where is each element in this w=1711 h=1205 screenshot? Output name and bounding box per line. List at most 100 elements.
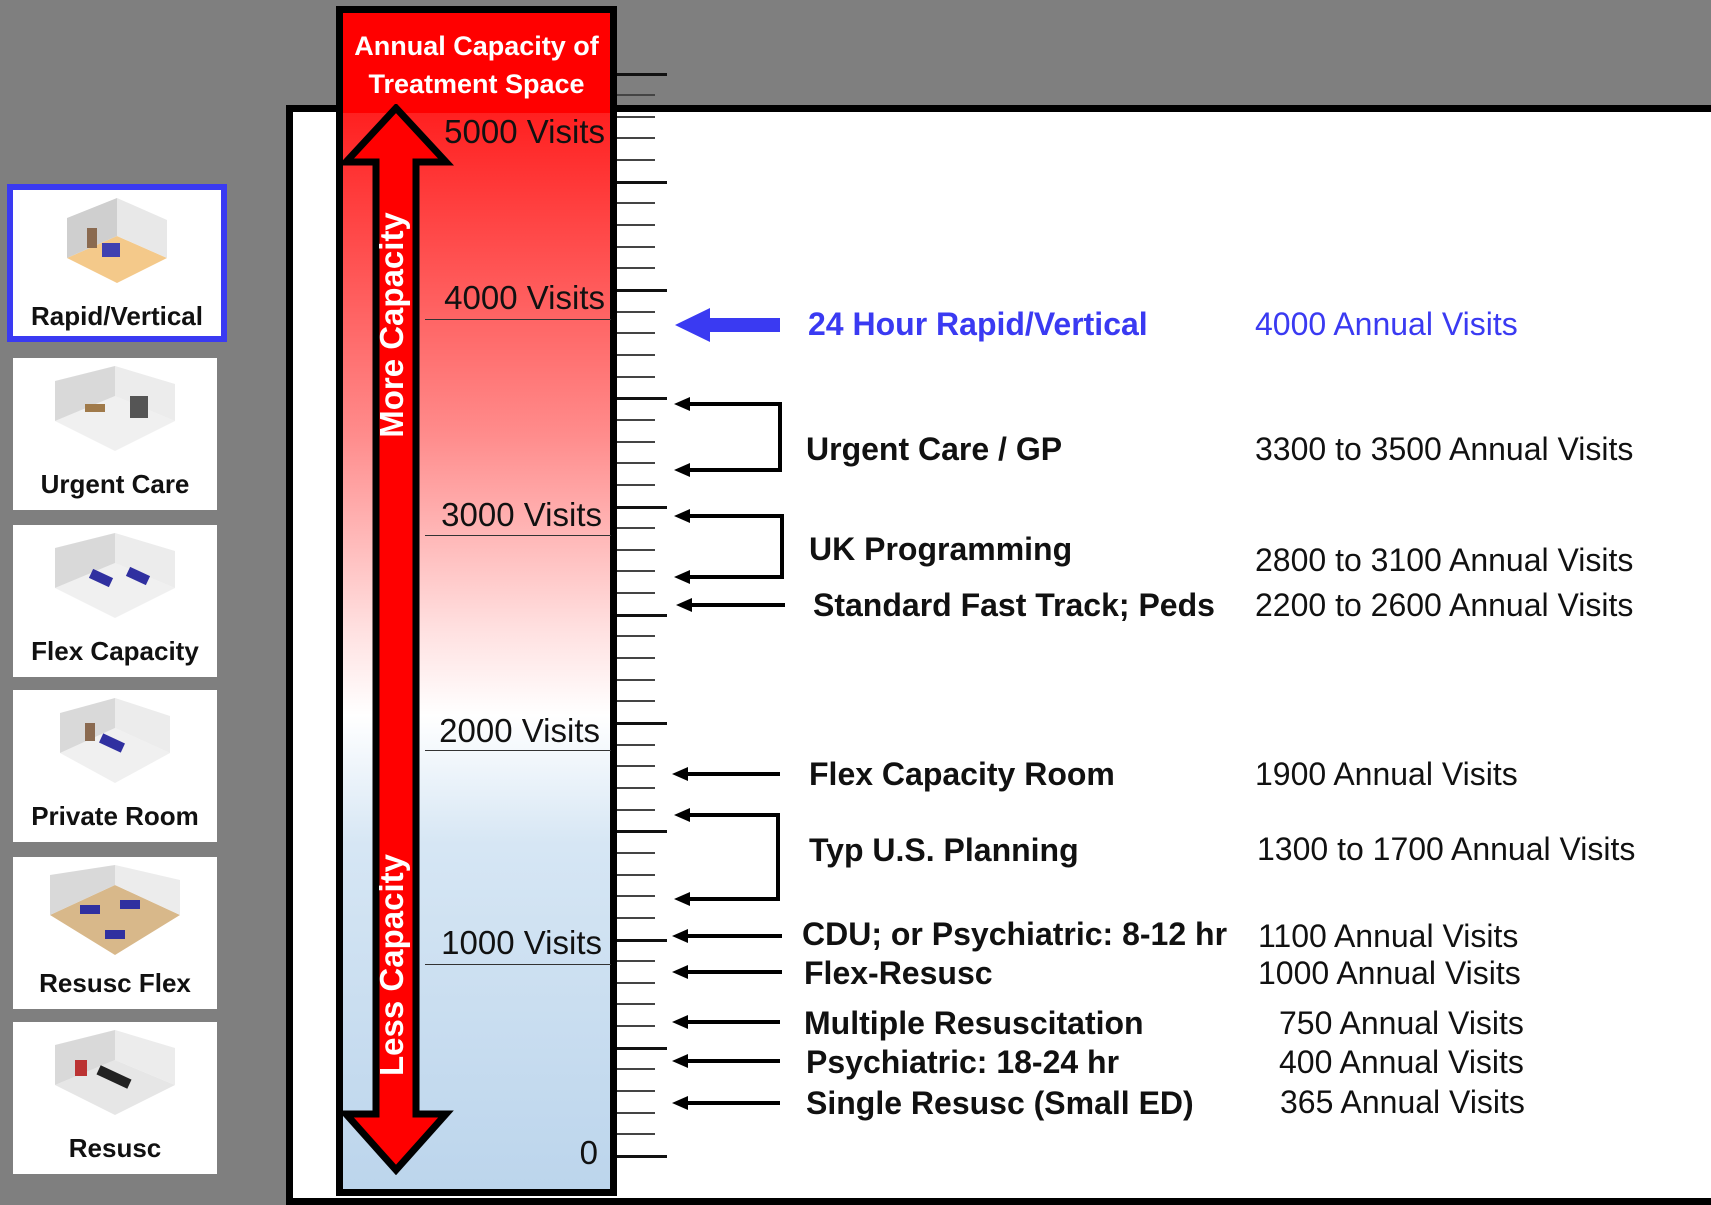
ruler-tick — [617, 592, 655, 594]
level-label-3000: 3000 Visits — [441, 496, 602, 533]
ruler-tick — [617, 441, 655, 443]
sidebar-item-rapid-vertical[interactable]: Rapid/Vertical — [7, 184, 227, 342]
sidebar-item-flex-capacity[interactable]: Flex Capacity — [13, 525, 217, 677]
entry-rapid-vertical-name: 24 Hour Rapid/Vertical — [808, 306, 1148, 342]
ruler-tick — [617, 679, 655, 681]
level-line — [425, 750, 611, 751]
ruler-tick — [617, 1003, 655, 1005]
ruler-tick — [617, 462, 655, 464]
ruler-tick — [617, 700, 655, 702]
ruler-tick — [617, 506, 667, 509]
level-label-1000: 1000 Visits — [441, 924, 602, 961]
ruler-tick — [617, 765, 655, 767]
ruler-tick — [617, 852, 655, 854]
room-thumbnail-icon — [55, 1030, 175, 1115]
ruler-tick — [617, 116, 655, 118]
ruler-tick — [617, 917, 655, 919]
level-label-2000: 2000 Visits — [439, 712, 600, 749]
sidebar-item-label: Rapid/Vertical — [31, 301, 203, 331]
ruler-tick — [617, 635, 655, 637]
ruler-tick — [617, 1090, 655, 1092]
ruler-tick — [617, 1047, 667, 1050]
ruler-tick — [617, 1112, 655, 1114]
ruler-tick — [617, 830, 667, 833]
entry-multiple-resusc-value: 750 Annual Visits — [1279, 1005, 1524, 1041]
ruler-tick — [617, 94, 655, 96]
ruler-tick — [617, 895, 655, 897]
sidebar-item-urgent-care[interactable]: Urgent Care — [13, 358, 217, 510]
ruler-tick — [617, 527, 655, 529]
entry-cdu-value: 1100 Annual Visits — [1258, 918, 1519, 954]
entry-uk-programming-name: UK Programming — [809, 531, 1073, 567]
ruler-tick — [617, 809, 655, 811]
ruler-tick — [617, 159, 655, 161]
room-thumbnail-icon — [55, 366, 175, 451]
ruler-tick — [617, 960, 655, 962]
level-line — [425, 319, 611, 320]
sidebar-item-label: Flex Capacity — [31, 636, 199, 666]
entry-psychiatric-name: Psychiatric: 18-24 hr — [806, 1044, 1120, 1080]
ruler-tick — [617, 1025, 655, 1027]
level-label-5000: 5000 Visits — [444, 113, 605, 150]
ruler-tick — [617, 982, 655, 984]
sidebar-item-label: Resusc — [68, 1133, 162, 1163]
sidebar-item-label: Resusc Flex — [39, 968, 191, 998]
level-line — [425, 964, 611, 965]
ruler-tick — [617, 1068, 655, 1070]
scale-title: Annual Capacity of Treatment Space — [343, 13, 610, 113]
ruler-tick — [617, 397, 667, 400]
less-capacity-label: Less Capacity — [373, 854, 410, 1076]
entry-urgent-care-value: 3300 to 3500 Annual Visits — [1255, 431, 1634, 467]
entry-uk-programming-value: 2800 to 3100 Annual Visits — [1255, 542, 1634, 578]
ruler-tick — [617, 419, 655, 421]
sidebar-item-resusc[interactable]: Resusc — [13, 1022, 217, 1174]
ruler-tick — [617, 267, 655, 269]
ruler-tick — [617, 570, 655, 572]
ruler-tick — [617, 181, 667, 184]
sidebar-item-resusc-flex[interactable]: Resusc Flex — [13, 857, 217, 1009]
entry-cdu-name: CDU; or Psychiatric: 8-12 hr — [802, 916, 1228, 952]
level-line — [425, 535, 611, 536]
entry-flex-capacity-name: Flex Capacity Room — [809, 756, 1115, 792]
ruler-tick — [617, 874, 655, 876]
entry-flex-resusc-name: Flex-Resusc — [804, 955, 993, 991]
room-thumbnail-icon — [50, 865, 180, 955]
ruler-tick — [617, 787, 655, 789]
room-thumbnail-icon — [55, 533, 175, 618]
highlight-arrow-icon — [675, 308, 780, 342]
entry-single-resusc-name: Single Resusc (Small ED) — [806, 1085, 1194, 1121]
ruler-tick — [617, 722, 667, 725]
entry-urgent-care-name: Urgent Care / GP — [806, 431, 1063, 467]
entry-multiple-resusc-name: Multiple Resuscitation — [804, 1005, 1144, 1041]
ruler-tick — [617, 376, 655, 378]
entry-rapid-vertical-value: 4000 Annual Visits — [1255, 306, 1518, 342]
sidebar-item-label: Urgent Care — [40, 469, 190, 499]
entry-us-planning-name: Typ U.S. Planning — [809, 832, 1079, 868]
entry-single-resusc-value: 365 Annual Visits — [1280, 1084, 1525, 1120]
sidebar-item-label: Private Room — [31, 801, 199, 831]
ruler-tick — [617, 289, 667, 292]
entry-flex-resusc-value: 1000 Annual Visits — [1258, 955, 1521, 991]
ruler-tick — [617, 1133, 655, 1135]
ruler-tick — [617, 657, 655, 659]
level-label-4000: 4000 Visits — [444, 279, 605, 316]
pointer-arrows — [672, 308, 785, 1110]
ruler-tick — [617, 549, 655, 551]
ruler-tick — [617, 614, 667, 617]
entry-flex-capacity-value: 1900 Annual Visits — [1255, 756, 1518, 792]
entry-us-planning-value: 1300 to 1700 Annual Visits — [1257, 831, 1636, 867]
ruler-tick — [617, 484, 655, 486]
capacity-double-arrow — [337, 104, 455, 1175]
ruler-tick — [617, 311, 655, 313]
sidebar-item-private-room[interactable]: Private Room — [13, 690, 217, 842]
ruler-tick — [617, 1155, 667, 1158]
ruler-tick — [617, 137, 655, 139]
level-label-0: 0 — [579, 1134, 598, 1171]
ruler-tick — [617, 744, 655, 746]
entry-psychiatric-value: 400 Annual Visits — [1279, 1044, 1524, 1080]
entry-fast-track-name: Standard Fast Track; Peds — [813, 587, 1215, 623]
ruler-tick — [617, 332, 655, 334]
ruler-tick — [617, 202, 655, 204]
room-thumbnail-icon — [60, 698, 170, 783]
entry-fast-track-value: 2200 to 2600 Annual Visits — [1255, 587, 1634, 623]
